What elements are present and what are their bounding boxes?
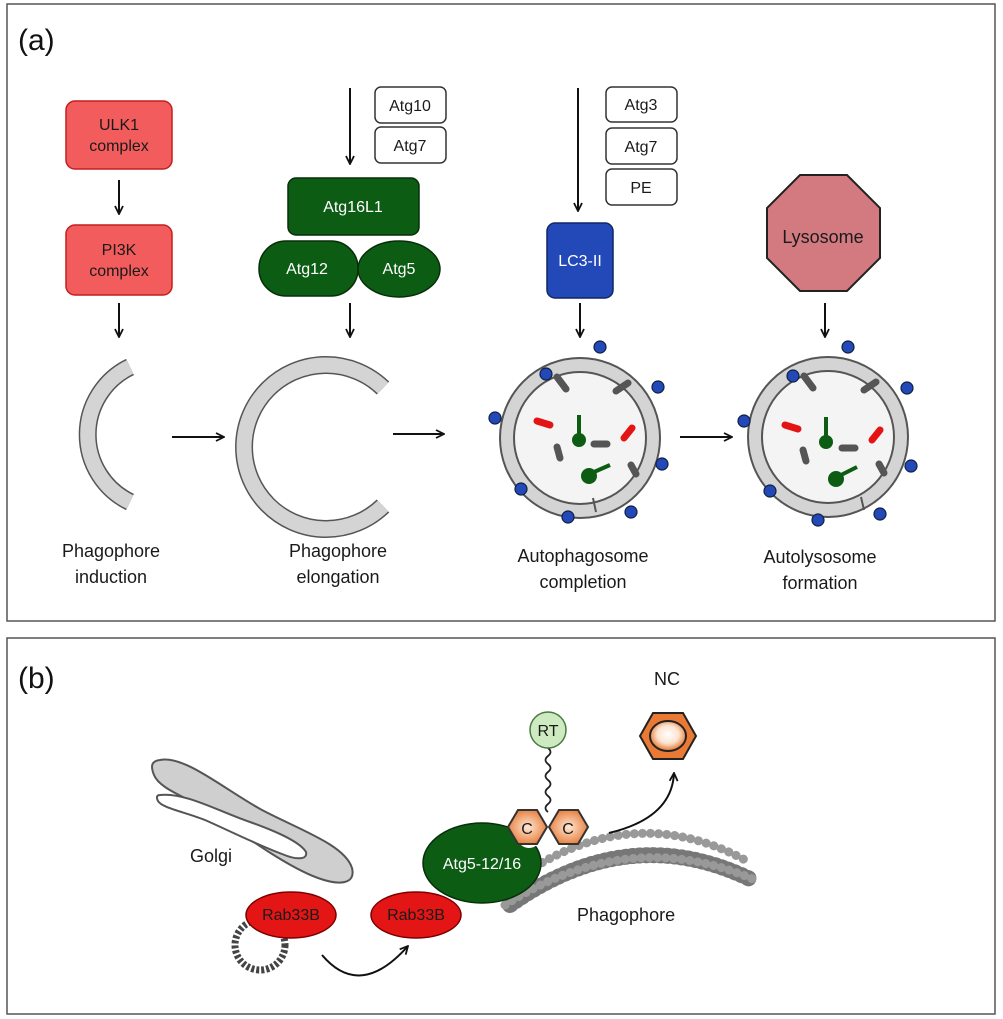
phagophore-membrane [500,828,760,913]
lysosome-label: Lysosome [782,227,863,247]
atg7-box-b [605,127,678,165]
atg7-label-b: Atg7 [625,139,658,156]
pi3k-label-2: complex [89,263,149,280]
atg16l1-box [287,177,420,236]
atg-complex-label: Atg5-12/16 [443,856,521,873]
stage-1-label-2: induction [75,567,147,587]
panel-a-frame [6,3,996,622]
phagophore-label: Phagophore [577,905,675,925]
pi3k-label-1: PI3K [102,242,137,259]
ulk1-label-2: complex [89,138,149,155]
panel-a-label: (a) [18,24,55,57]
rt-label: RT [537,723,558,740]
linker [544,747,552,813]
stage-4-label-2: formation [782,573,857,593]
stage-1-label-1: Phagophore [62,541,160,561]
golgi-label: Golgi [190,846,232,866]
c-label-2: C [562,821,574,838]
rab33b-label-1: Rab33B [262,907,320,924]
ulk1-complex-box [65,100,173,170]
ulk1-label-1: ULK1 [99,117,139,134]
rab33b-on-vesicle [245,891,337,939]
arrow-to-nc [608,773,674,834]
pe-label: PE [630,180,651,197]
stage-4-label-1: Autolysosome [763,547,876,567]
atg7-label-a: Atg7 [394,138,427,155]
c-hexagon-2 [547,809,590,845]
pe-box [605,168,678,206]
nc-label: NC [654,669,680,689]
lc3-ii-box [546,222,614,299]
atg3-label: Atg3 [625,97,658,114]
atg5-ellipse [357,240,441,298]
rab33b-free [370,891,462,939]
stage-2-label-2: elongation [296,567,379,587]
autophagosome [488,340,669,524]
atg5-label: Atg5 [383,261,416,278]
atg10-label: Atg10 [389,98,431,115]
c-label-1: C [521,821,533,838]
autolysosome [737,340,918,527]
phagophore-elongation-arc [236,357,389,537]
atg5-12-16-complex [422,822,542,904]
stage-3-label-1: Autophagosome [517,546,648,566]
golgi-stack [151,758,354,884]
phagophore-induction-arc [80,360,134,509]
rt-circle [529,711,567,749]
atg7-box-a [374,126,447,164]
panel-b-label: (b) [18,662,55,695]
atg16l1-label: Atg16L1 [323,199,383,216]
nc-core [649,720,687,752]
atg10-box [374,86,447,124]
panel-b-frame [6,637,996,1015]
lysosome-octagon [766,174,881,292]
atg3-box [605,86,678,123]
lc3-ii-label: LC3-II [558,253,602,270]
atg12-label: Atg12 [286,261,328,278]
c-hexagon-1 [506,809,549,845]
stage-2-label-1: Phagophore [289,541,387,561]
stage-3-label-2: completion [539,572,626,592]
arrow-rab33b-transfer [321,946,408,977]
rab33b-label-2: Rab33B [387,907,445,924]
pi3k-complex-box [65,224,173,296]
